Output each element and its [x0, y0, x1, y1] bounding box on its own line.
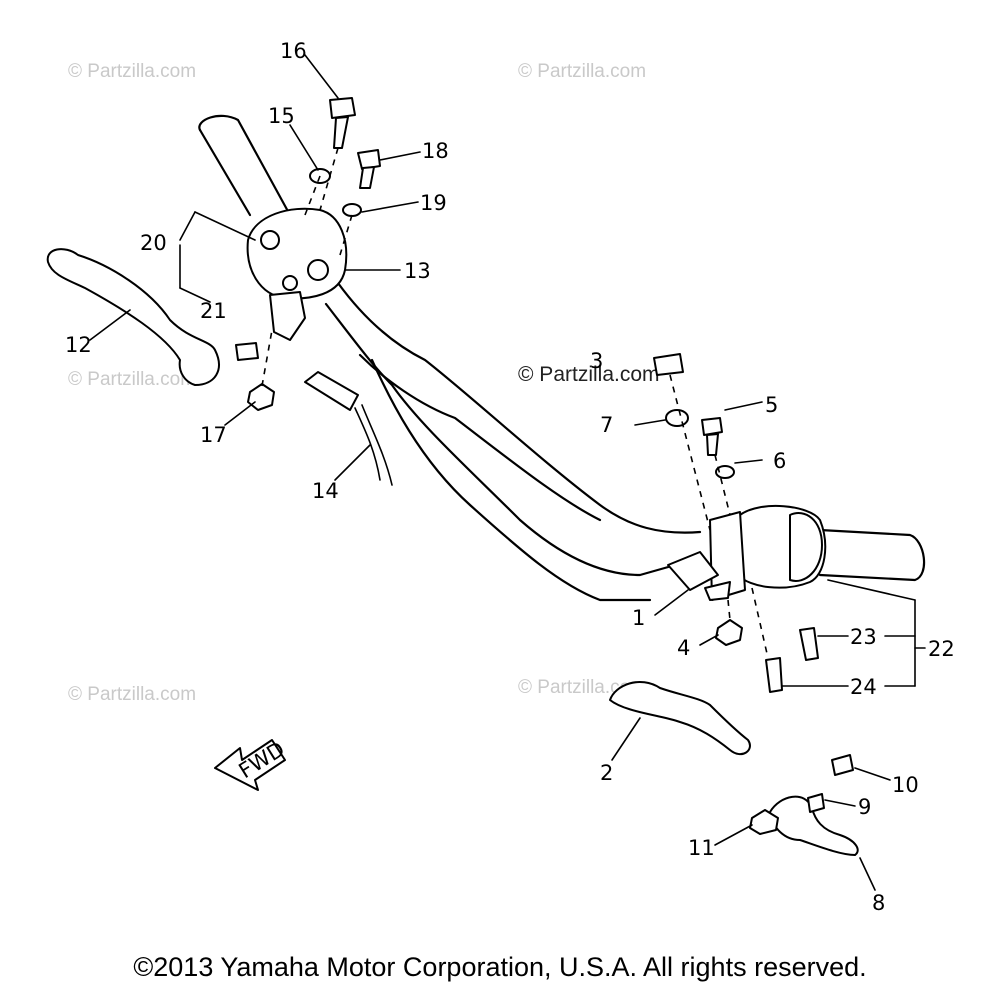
callout-15: 15 [268, 104, 295, 128]
lever-8-assembly [749, 754, 859, 856]
callout-4: 4 [677, 636, 690, 660]
callout-16: 16 [280, 39, 307, 63]
callout-numbers: 16 15 18 19 13 20 21 12 17 14 3 7 5 6 1 … [65, 39, 955, 915]
callout-7: 7 [600, 413, 613, 437]
callout-8: 8 [872, 891, 885, 915]
callout-13: 13 [404, 259, 431, 283]
callout-12: 12 [65, 333, 92, 357]
handlebar [198, 114, 926, 602]
watermark: © Partzilla.com [68, 369, 196, 390]
callout-19: 19 [420, 191, 447, 215]
right-switch-assembly [653, 353, 827, 693]
callout-18: 18 [422, 139, 449, 163]
callout-9: 9 [858, 795, 871, 819]
callout-5: 5 [765, 393, 778, 417]
callout-21: 21 [200, 299, 227, 323]
callout-1: 1 [632, 606, 645, 630]
fwd-arrow: FWD [214, 737, 289, 791]
watermark-group: © Partzilla.com © Partzilla.com © Partzi… [68, 61, 660, 705]
watermark-center: © Partzilla.com [518, 363, 660, 386]
callout-17: 17 [200, 423, 227, 447]
watermark: © Partzilla.com [68, 61, 196, 82]
callout-24: 24 [850, 675, 877, 699]
leader-lines [89, 54, 926, 891]
callout-6: 6 [773, 449, 786, 473]
left-switch-assembly [46, 97, 393, 486]
copyright-footer: ©2013 Yamaha Motor Corporation, U.S.A. A… [133, 952, 867, 982]
callout-22: 22 [928, 637, 955, 661]
watermark: © Partzilla.com [68, 684, 196, 705]
callout-3: 3 [590, 349, 603, 373]
callout-11: 11 [688, 836, 715, 860]
callout-20: 20 [140, 231, 167, 255]
lever-2 [609, 681, 751, 756]
callout-14: 14 [312, 479, 339, 503]
watermark: © Partzilla.com [518, 61, 646, 82]
callout-2: 2 [600, 761, 613, 785]
callout-23: 23 [850, 625, 877, 649]
callout-10: 10 [892, 773, 919, 797]
